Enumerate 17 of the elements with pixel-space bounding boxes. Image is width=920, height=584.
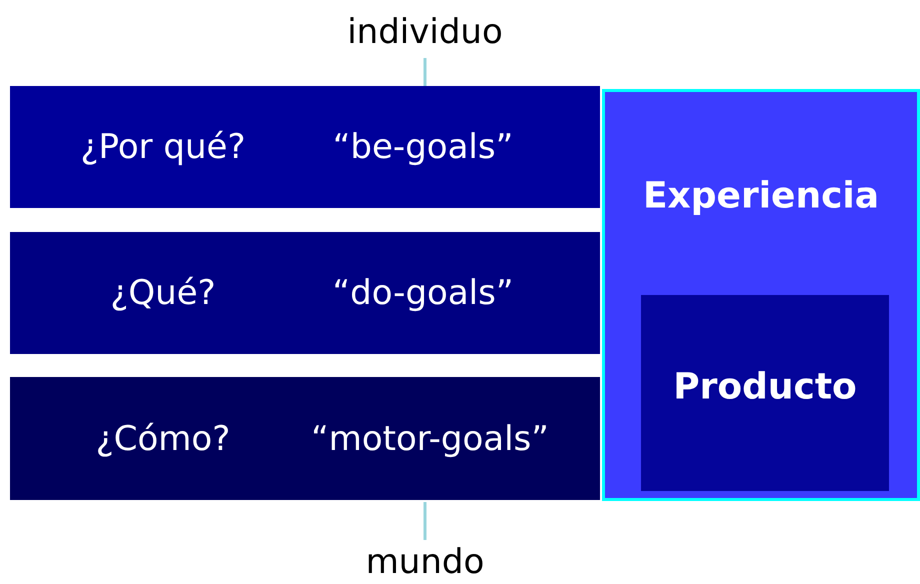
- question-text: ¿Por qué?: [80, 127, 246, 167]
- goal-text: “be-goals”: [332, 127, 514, 167]
- goal-band: [10, 86, 600, 208]
- goal-band: [10, 232, 600, 354]
- goal-text: “do-goals”: [332, 273, 514, 313]
- connector-line: [424, 58, 426, 86]
- axis-label: mundo: [320, 540, 530, 584]
- experience-panel: [602, 89, 920, 501]
- panel-title: Experiencia: [642, 176, 880, 216]
- connector-line: [424, 502, 426, 540]
- axis-label: individuo: [320, 8, 530, 56]
- goal-text: “motor-goals”: [311, 418, 549, 458]
- goal-band: [10, 377, 600, 500]
- question-text: ¿Cómo?: [96, 418, 230, 458]
- product-box: [641, 295, 889, 491]
- question-text: ¿Qué?: [110, 273, 216, 313]
- box-title: Producto: [673, 366, 857, 408]
